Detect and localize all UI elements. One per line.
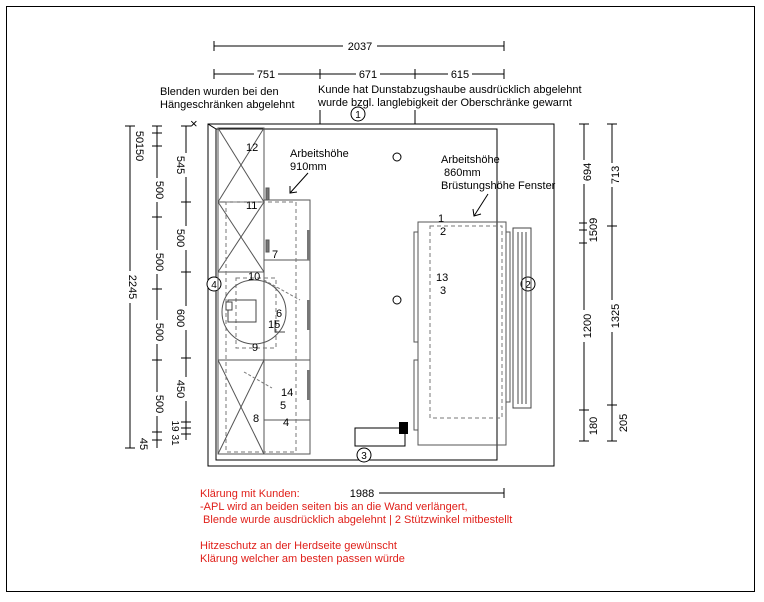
cabinet-number: 12 [246,142,258,154]
arrow-right [472,193,489,217]
right-worktop-dashed [429,225,503,419]
svg-text:4: 4 [211,280,217,291]
cabinet-number: 9 [252,342,258,354]
clarification-line5: Klärung welcher am besten passen würde [200,553,405,565]
note-kunde-line2: wurde bzgl. langlebigkeit der Oberschrän… [317,97,572,109]
dim-left-mid: 500 [153,181,165,199]
dim-left-outer-c: 45 [137,438,149,450]
cabinet-handles [307,230,310,400]
clarification-notes: Klärung mit Kunden: 1988 -APL wird an be… [198,486,512,565]
dim-top-seg2: 671 [359,69,377,81]
dim-right-outer: 205 [618,414,630,432]
right-dim-labels: 694 1509 1200 180 713 1325 205 [581,160,630,435]
dim-left-outer-total: 2245 [126,275,138,299]
dim-left-inner: 545 [174,156,186,174]
dim-left-inner: 19 [169,420,180,432]
right-cabinet-numbers: 1 2 13 3 [436,213,448,297]
bottom-block [399,422,408,434]
dim-top-seg1: 751 [257,69,275,81]
hob-circle [221,279,287,345]
cabinet-number: 2 [440,226,446,238]
dim-right-outer: 713 [610,166,622,184]
window [512,227,532,409]
dim-left-mid: 500 [153,323,165,341]
note-arbeitshoehe-right-line3: Brüstungshöhe Fenster [441,180,556,192]
wall-label-2: 2 [520,276,536,292]
note-arbeitshoehe-right-line1: Arbeitshöhe [441,154,500,166]
note-arbeitshoehe-left-line1: Arbeitshöhe [290,148,349,160]
wall-label-1: 1 [350,106,366,122]
cabinet-number: 6 [276,308,282,320]
note-blenden-line2: Hängeschränken abgelehnt [160,99,295,111]
clarification-line3: Blende wurde ausdrücklich abgelehnt | 2 … [200,514,512,526]
dim-left-mid: 500 [153,395,165,413]
room-outline [207,110,555,467]
wall-label-3: 3 [356,447,372,463]
sink-rect [227,299,257,323]
clarification-line4: Hitzeschutz an der Herdseite gewünscht [200,540,397,552]
note-arbeitshoehe-left-line2: 910mm [290,161,327,173]
dim-right-inner: 1200 [582,314,594,338]
cabinet-number: 1 [438,213,444,225]
outlet-mid-marker [392,295,402,305]
dim-left-outer-b: 150 [133,143,145,161]
arrow-left [289,172,309,194]
wall-label-4: 4 [206,276,222,292]
left-cabinet-numbers: 12 11 7 10 6 15 9 14 5 8 4 [246,142,293,429]
bottom-appliance [354,427,406,447]
cabinet-number: 5 [280,400,286,412]
dim-right-inner: 694 [582,163,594,181]
cabinet-number: 8 [253,413,259,425]
drawing-frame [6,6,755,592]
outlet-top-marker [392,152,402,162]
left-cabinet-row [217,127,311,455]
clarification-line1: Klärung mit Kunden: [200,488,300,500]
dim-left-inner: 450 [174,380,186,398]
note-arbeitshoehe-right-line2: 860mm [444,167,481,179]
dim-left-inner: 500 [174,229,186,247]
cabinet-number: 10 [248,271,260,283]
dim-top-total: 2037 [348,41,372,53]
cabinet-number: 4 [283,417,289,429]
dim-bottom-total: 1988 [350,488,374,500]
note-kunde-line1: Kunde hat Dunstabzugshaube ausdrücklich … [318,84,582,96]
cabinet-number: 7 [272,249,278,261]
dim-left-inner: 600 [174,309,186,327]
svg-text:3: 3 [361,451,367,462]
dim-right-inner: 180 [588,417,600,435]
cross-mark: × [190,116,198,131]
cabinet-number: 11 [246,200,257,212]
dim-left-mid: 500 [153,253,165,271]
left-dim-labels: 2245 50 150 45 500 500 500 500 545 500 6… [126,131,187,450]
clarification-line2: -APL wird an beiden seiten bis an die Wa… [200,501,468,513]
dim-left-inner: 31 [169,434,180,446]
dim-top-seg3: 615 [451,69,469,81]
right-cabinet-row [413,221,511,446]
dim-right-outer: 1325 [610,304,622,328]
svg-text:1: 1 [355,110,361,121]
dim-left-outer-a: 50 [133,131,145,143]
note-blenden-line1: Blenden wurden bei den [160,86,279,98]
cabinet-number: 13 [436,272,448,284]
cabinet-number: 3 [440,285,446,297]
dim-right-inner: 1509 [588,218,600,242]
left-worktop-dashed [225,201,297,453]
cabinet-number: 14 [281,387,293,399]
svg-text:2: 2 [525,280,531,291]
cabinet-number: 15 [268,319,280,331]
